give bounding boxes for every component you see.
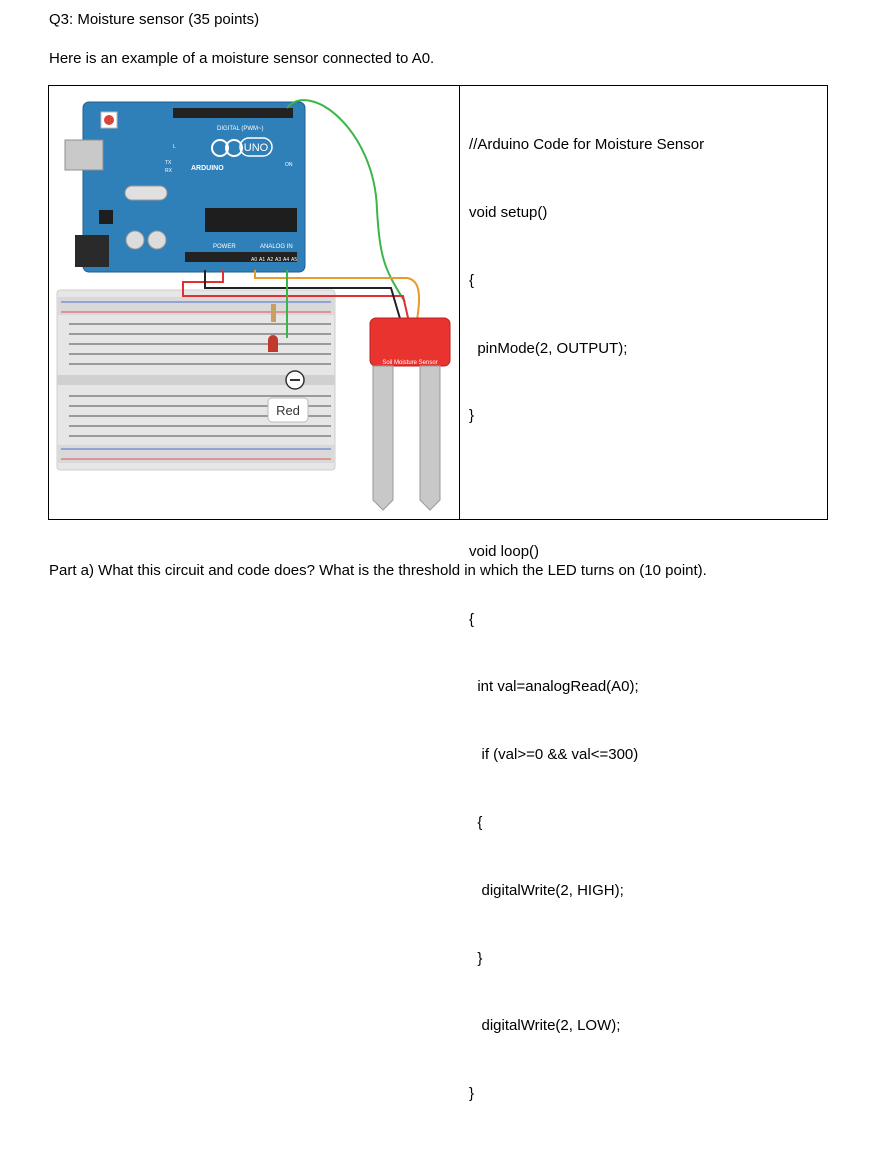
power-label: POWER [213,244,236,250]
wire-black-ground [204,270,402,323]
figure-table: UNO ARDUINO DIGITAL (PWM~) POWER ANALOG … [48,85,828,1102]
code-line: } [469,949,483,967]
question-title: Q3: Moisture sensor (35 points) [49,11,260,28]
digital-pins-label: DIGITAL (PWM~) [217,126,264,132]
code-line: //Arduino Code for Moisture Sensor [469,136,705,154]
wire-red-power [182,270,410,323]
pin-a0-label: A0 [251,257,257,263]
table-divider [459,86,460,519]
code-line: digitalWrite(2, HIGH); [469,881,624,899]
resistor [271,304,276,322]
circuit-diagram: UNO ARDUINO DIGITAL (PWM~) POWER ANALOG … [56,99,451,511]
tx-label: TX [165,160,172,166]
board-name-label: ARDUINO [191,165,224,172]
board-uno-label: UNO [244,142,269,154]
pin-a4-label: A4 [283,257,289,263]
code-line: pinMode(2, OUTPUT); [469,339,628,357]
code-line: digitalWrite(2, LOW); [469,1017,621,1035]
moisture-sensor [369,317,451,367]
code-listing: //Arduino Code for Moisture Sensor void … [469,89,824,1151]
code-line: { [469,271,475,289]
wire-green-digital [286,99,406,303]
code-line [469,473,824,496]
led-red [268,335,278,352]
code-line: } [469,407,475,425]
code-line: { [469,610,475,628]
analog-label: ANALOG IN [260,244,293,250]
code-line: } [469,1085,475,1103]
wire-orange-a0 [254,270,421,321]
code-line: void setup() [469,203,548,221]
code-line: void loop() [469,542,540,560]
pin-a3-label: A3 [275,257,281,263]
l-label: L [173,144,176,150]
sensor-label: Soil Moisture Sensor [382,360,437,366]
led-color-label: Red [276,403,300,418]
part-a-question: Part a) What this circuit and code does?… [49,562,707,579]
rx-label: RX [165,168,173,174]
code-line: if (val>=0 && val<=300) [469,746,639,764]
on-label: ON [285,162,293,168]
code-line: { [469,814,483,831]
pin-a2-label: A2 [267,257,273,263]
pin-a1-label: A1 [259,257,265,263]
intro-text: Here is an example of a moisture sensor … [49,50,435,67]
code-line: int val=analogRead(A0); [469,678,639,696]
pin-a5-label: A5 [291,257,297,263]
